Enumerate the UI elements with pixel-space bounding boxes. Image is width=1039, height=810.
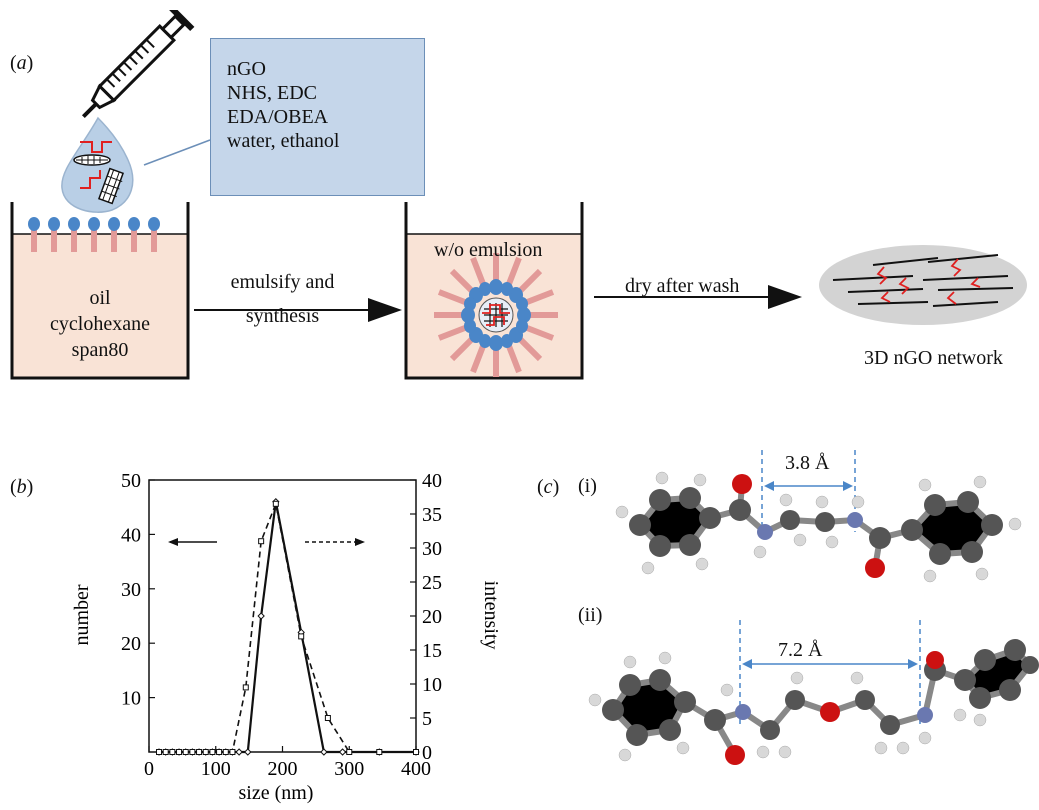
series-2-point bbox=[182, 749, 189, 755]
arrow-emulsify bbox=[194, 298, 402, 322]
y-tick-label: 10 bbox=[121, 688, 141, 710]
series-2-point bbox=[202, 749, 209, 755]
y-axis-label: number bbox=[71, 584, 93, 645]
reagent-ngo: nGO bbox=[227, 58, 266, 80]
series-2-point bbox=[258, 538, 265, 545]
x-axis-label: size (nm) bbox=[239, 782, 314, 804]
y2-axis-label: intensity bbox=[480, 581, 502, 650]
series-1-point bbox=[338, 748, 347, 756]
size-distribution-chart: 10 20 30 40 50 0 5 10 15 20 25 30 35 40 0 100 200 300 40… bbox=[71, 470, 502, 804]
oil-label: oil bbox=[89, 287, 111, 309]
series-1-point bbox=[235, 748, 243, 756]
arrow-dry bbox=[594, 285, 802, 309]
series-group bbox=[155, 498, 420, 756]
reagent-eda-obea: EDA/OBEA bbox=[227, 106, 329, 128]
step1-label-1: emulsify and bbox=[230, 271, 335, 293]
x-tick-label: 200 bbox=[268, 758, 298, 780]
step1-label-2: synthesis bbox=[245, 305, 320, 327]
syringe-droplet-illustration bbox=[61, 10, 211, 213]
series-2-point bbox=[222, 749, 229, 755]
emulsion-label: w/o emulsion bbox=[434, 239, 543, 261]
y2-tick-label: 0 bbox=[422, 742, 432, 764]
left-axis-arrow bbox=[168, 538, 217, 546]
reagent-solvent: water, ethanol bbox=[227, 130, 340, 152]
y2-tick-label: 20 bbox=[422, 606, 442, 628]
series-2-point bbox=[196, 749, 203, 755]
series-2-point bbox=[156, 749, 163, 755]
series-line-1 bbox=[159, 501, 416, 754]
surfactant-row bbox=[28, 217, 160, 252]
series-2-point bbox=[272, 500, 279, 507]
y2-tick-label: 15 bbox=[422, 640, 442, 662]
series-2-point bbox=[209, 749, 216, 755]
x-tick-label: 0 bbox=[144, 758, 154, 780]
span80-label: span80 bbox=[71, 339, 129, 361]
y2-axis-ticks: 0 5 10 15 20 25 30 35 40 bbox=[410, 470, 442, 764]
sub-label-i: (i) bbox=[578, 475, 597, 497]
ngo-network-illustration bbox=[819, 245, 1027, 325]
series-1-point bbox=[257, 612, 265, 620]
series-line-2 bbox=[159, 500, 416, 753]
x-tick-label: 100 bbox=[201, 758, 231, 780]
series-2-point bbox=[169, 749, 176, 755]
series-2-point bbox=[229, 749, 236, 755]
panel-label-a: (a) bbox=[10, 52, 34, 74]
series-2-point bbox=[413, 749, 419, 755]
series-1-point bbox=[244, 748, 252, 756]
panel-label-b: (b) bbox=[10, 476, 34, 498]
y2-tick-label: 10 bbox=[422, 674, 442, 696]
emulsion-beaker bbox=[404, 202, 584, 380]
cyclohexane-label: cyclohexane bbox=[50, 313, 150, 335]
y2-tick-label: 25 bbox=[422, 572, 442, 594]
series-2-point bbox=[162, 749, 169, 755]
plot-border bbox=[148, 479, 417, 753]
series-2-point bbox=[324, 715, 331, 721]
series-2-point bbox=[176, 749, 183, 755]
micelle bbox=[434, 253, 558, 377]
y-tick-label: 40 bbox=[121, 524, 141, 546]
panel-label-c: (c) bbox=[537, 476, 560, 498]
series-2-point bbox=[346, 749, 353, 755]
series-1-point bbox=[320, 748, 328, 756]
oil-beaker bbox=[10, 202, 190, 380]
sub-label-ii: (ii) bbox=[578, 604, 603, 626]
x-tick-label: 400 bbox=[401, 758, 431, 780]
y2-tick-label: 5 bbox=[422, 708, 432, 730]
right-axis-arrow bbox=[305, 538, 365, 546]
x-tick-label: 300 bbox=[334, 758, 364, 780]
y-tick-label: 20 bbox=[121, 633, 141, 655]
y2-tick-label: 30 bbox=[422, 538, 442, 560]
plot-frame bbox=[148, 479, 417, 753]
y-tick-label: 30 bbox=[121, 579, 141, 601]
series-2-point bbox=[189, 749, 196, 755]
step2-label: dry after wash bbox=[625, 275, 740, 297]
series-2-point bbox=[216, 749, 223, 755]
syringe-icon bbox=[81, 10, 195, 119]
distance-ii-label: 7.2 Å bbox=[778, 639, 823, 661]
y2-tick-label: 40 bbox=[422, 470, 442, 492]
y-tick-label: 50 bbox=[121, 470, 141, 492]
series-2-point bbox=[242, 684, 249, 691]
x-axis-ticks: 0 100 200 300 400 bbox=[144, 746, 431, 780]
distance-i-label: 3.8 Å bbox=[785, 452, 830, 474]
y2-tick-label: 35 bbox=[422, 504, 442, 526]
molecule-i bbox=[615, 450, 1022, 583]
molecule-ii bbox=[588, 620, 1039, 765]
reagent-box: nGO NHS, EDC EDA/OBEA water, ethanol bbox=[210, 38, 425, 196]
reagent-nhs-edc: NHS, EDC bbox=[227, 82, 318, 104]
series-2-point bbox=[376, 749, 383, 755]
product-label: 3D nGO network bbox=[864, 347, 1003, 369]
y-axis-ticks: 10 20 30 40 50 bbox=[121, 470, 155, 710]
series-2-point bbox=[298, 633, 305, 640]
